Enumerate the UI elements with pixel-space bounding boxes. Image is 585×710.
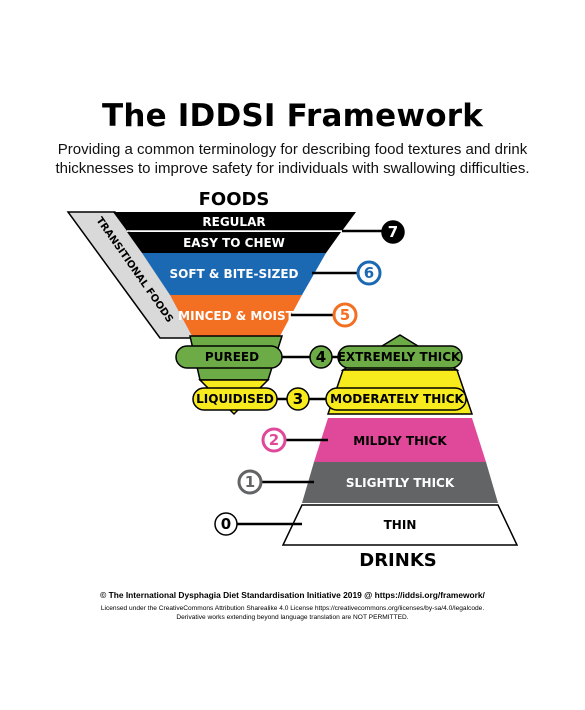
footer-license: Licensed under the CreativeCommons Attri… [100, 605, 485, 612]
level-3-circle [286, 387, 310, 411]
food-level-minced-moist-band [170, 295, 302, 336]
drink-level-thin-band [281, 504, 519, 546]
food-label-soft-bite-sized: SOFT & BITE-SIZED [170, 267, 299, 281]
subtitle-line-1: Providing a common terminology for descr… [57, 141, 528, 158]
level-4-circle [309, 345, 333, 369]
level-7-circle [381, 220, 405, 244]
level-0-number: 0 [221, 515, 231, 533]
food-label-minced-moist: MINCED & MOIST [178, 309, 294, 323]
drink-level-mildly-thick-band [314, 418, 486, 462]
drinks-header: DRINKS [359, 550, 436, 571]
subtitle-line-2: thicknesses to improve safety for indivi… [55, 160, 530, 177]
page-subtitle: Providing a common terminology for descr… [0, 140, 585, 178]
food-label-regular: REGULAR [202, 215, 265, 229]
level-1-number: 1 [245, 473, 255, 491]
footer-copyright: © The International Dysphagia Diet Stand… [100, 590, 485, 600]
level-5-circle [332, 302, 358, 328]
level-2-circle [261, 427, 287, 453]
foods-header: FOODS [199, 189, 270, 210]
level-6-number: 6 [364, 264, 374, 282]
level-7-number: 7 [388, 223, 398, 241]
level-4-number: 4 [316, 348, 326, 366]
level-5-number: 5 [340, 306, 350, 324]
drink-label-thin: THIN [384, 518, 417, 532]
footer-derivative-notice: Derivative works extending beyond langua… [176, 614, 409, 621]
drink-label-moderately-thick: MODERATELY THICK [330, 392, 464, 406]
food-level-regular-band [113, 212, 356, 231]
page-title: The IDDSI Framework [101, 98, 484, 134]
drink-label-slightly-thick: SLIGHTLY THICK [346, 476, 455, 490]
drink-label-mildly-thick: MILDLY THICK [353, 434, 447, 448]
level-0-circle [214, 512, 238, 536]
food-label-liquidised: LIQUIDISED [196, 392, 274, 406]
drink-level-slightly-thick-band [302, 462, 498, 503]
drink-label-extremely-thick: EXTREMELY THICK [338, 350, 461, 364]
level-6-circle [356, 260, 382, 286]
food-level-soft-bite-sized-band [142, 253, 326, 295]
food-label-easy-to-chew: EASY TO CHEW [183, 236, 285, 250]
level-1-circle [237, 469, 263, 495]
food-level-easy-to-chew-band [127, 232, 341, 253]
level-2-number: 2 [269, 431, 279, 449]
food-label-pureed: PUREED [205, 350, 259, 364]
level-3-number: 3 [293, 390, 303, 408]
